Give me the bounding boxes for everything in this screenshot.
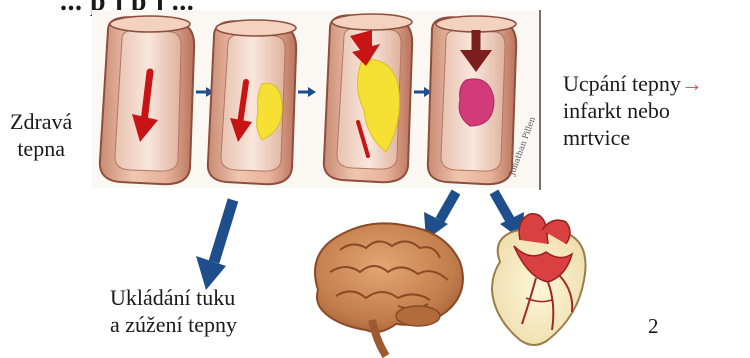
- label-fat-deposit: Ukládání tuku a zúžení tepny: [110, 284, 237, 338]
- arrow-to-fat-label: [196, 200, 233, 290]
- artery-healthy: [100, 16, 194, 184]
- label-healthy-artery: Zdravá tepna: [10, 108, 72, 162]
- page-number: 2: [648, 313, 659, 340]
- brain-illustration: [315, 223, 463, 356]
- artery-advanced-plaque: [324, 14, 412, 182]
- heart-illustration: [492, 214, 586, 345]
- blood-clot: [459, 79, 494, 126]
- red-arrow-icon: →: [681, 71, 703, 96]
- label-blockage-line3: mrtvice: [563, 124, 703, 151]
- label-healthy-line2: tepna: [10, 135, 72, 162]
- label-fat-line2: a zúžení tepny: [110, 311, 237, 338]
- artery-early-plaque: [208, 20, 296, 184]
- label-blockage-line2: infarkt nebo: [563, 97, 703, 124]
- label-blockage-line1: Ucpání tepny→: [563, 70, 703, 97]
- label-fat-line1: Ukládání tuku: [110, 284, 237, 311]
- label-blockage: Ucpání tepny→ infarkt nebo mrtvice: [563, 70, 703, 151]
- label-healthy-line1: Zdravá: [10, 108, 72, 135]
